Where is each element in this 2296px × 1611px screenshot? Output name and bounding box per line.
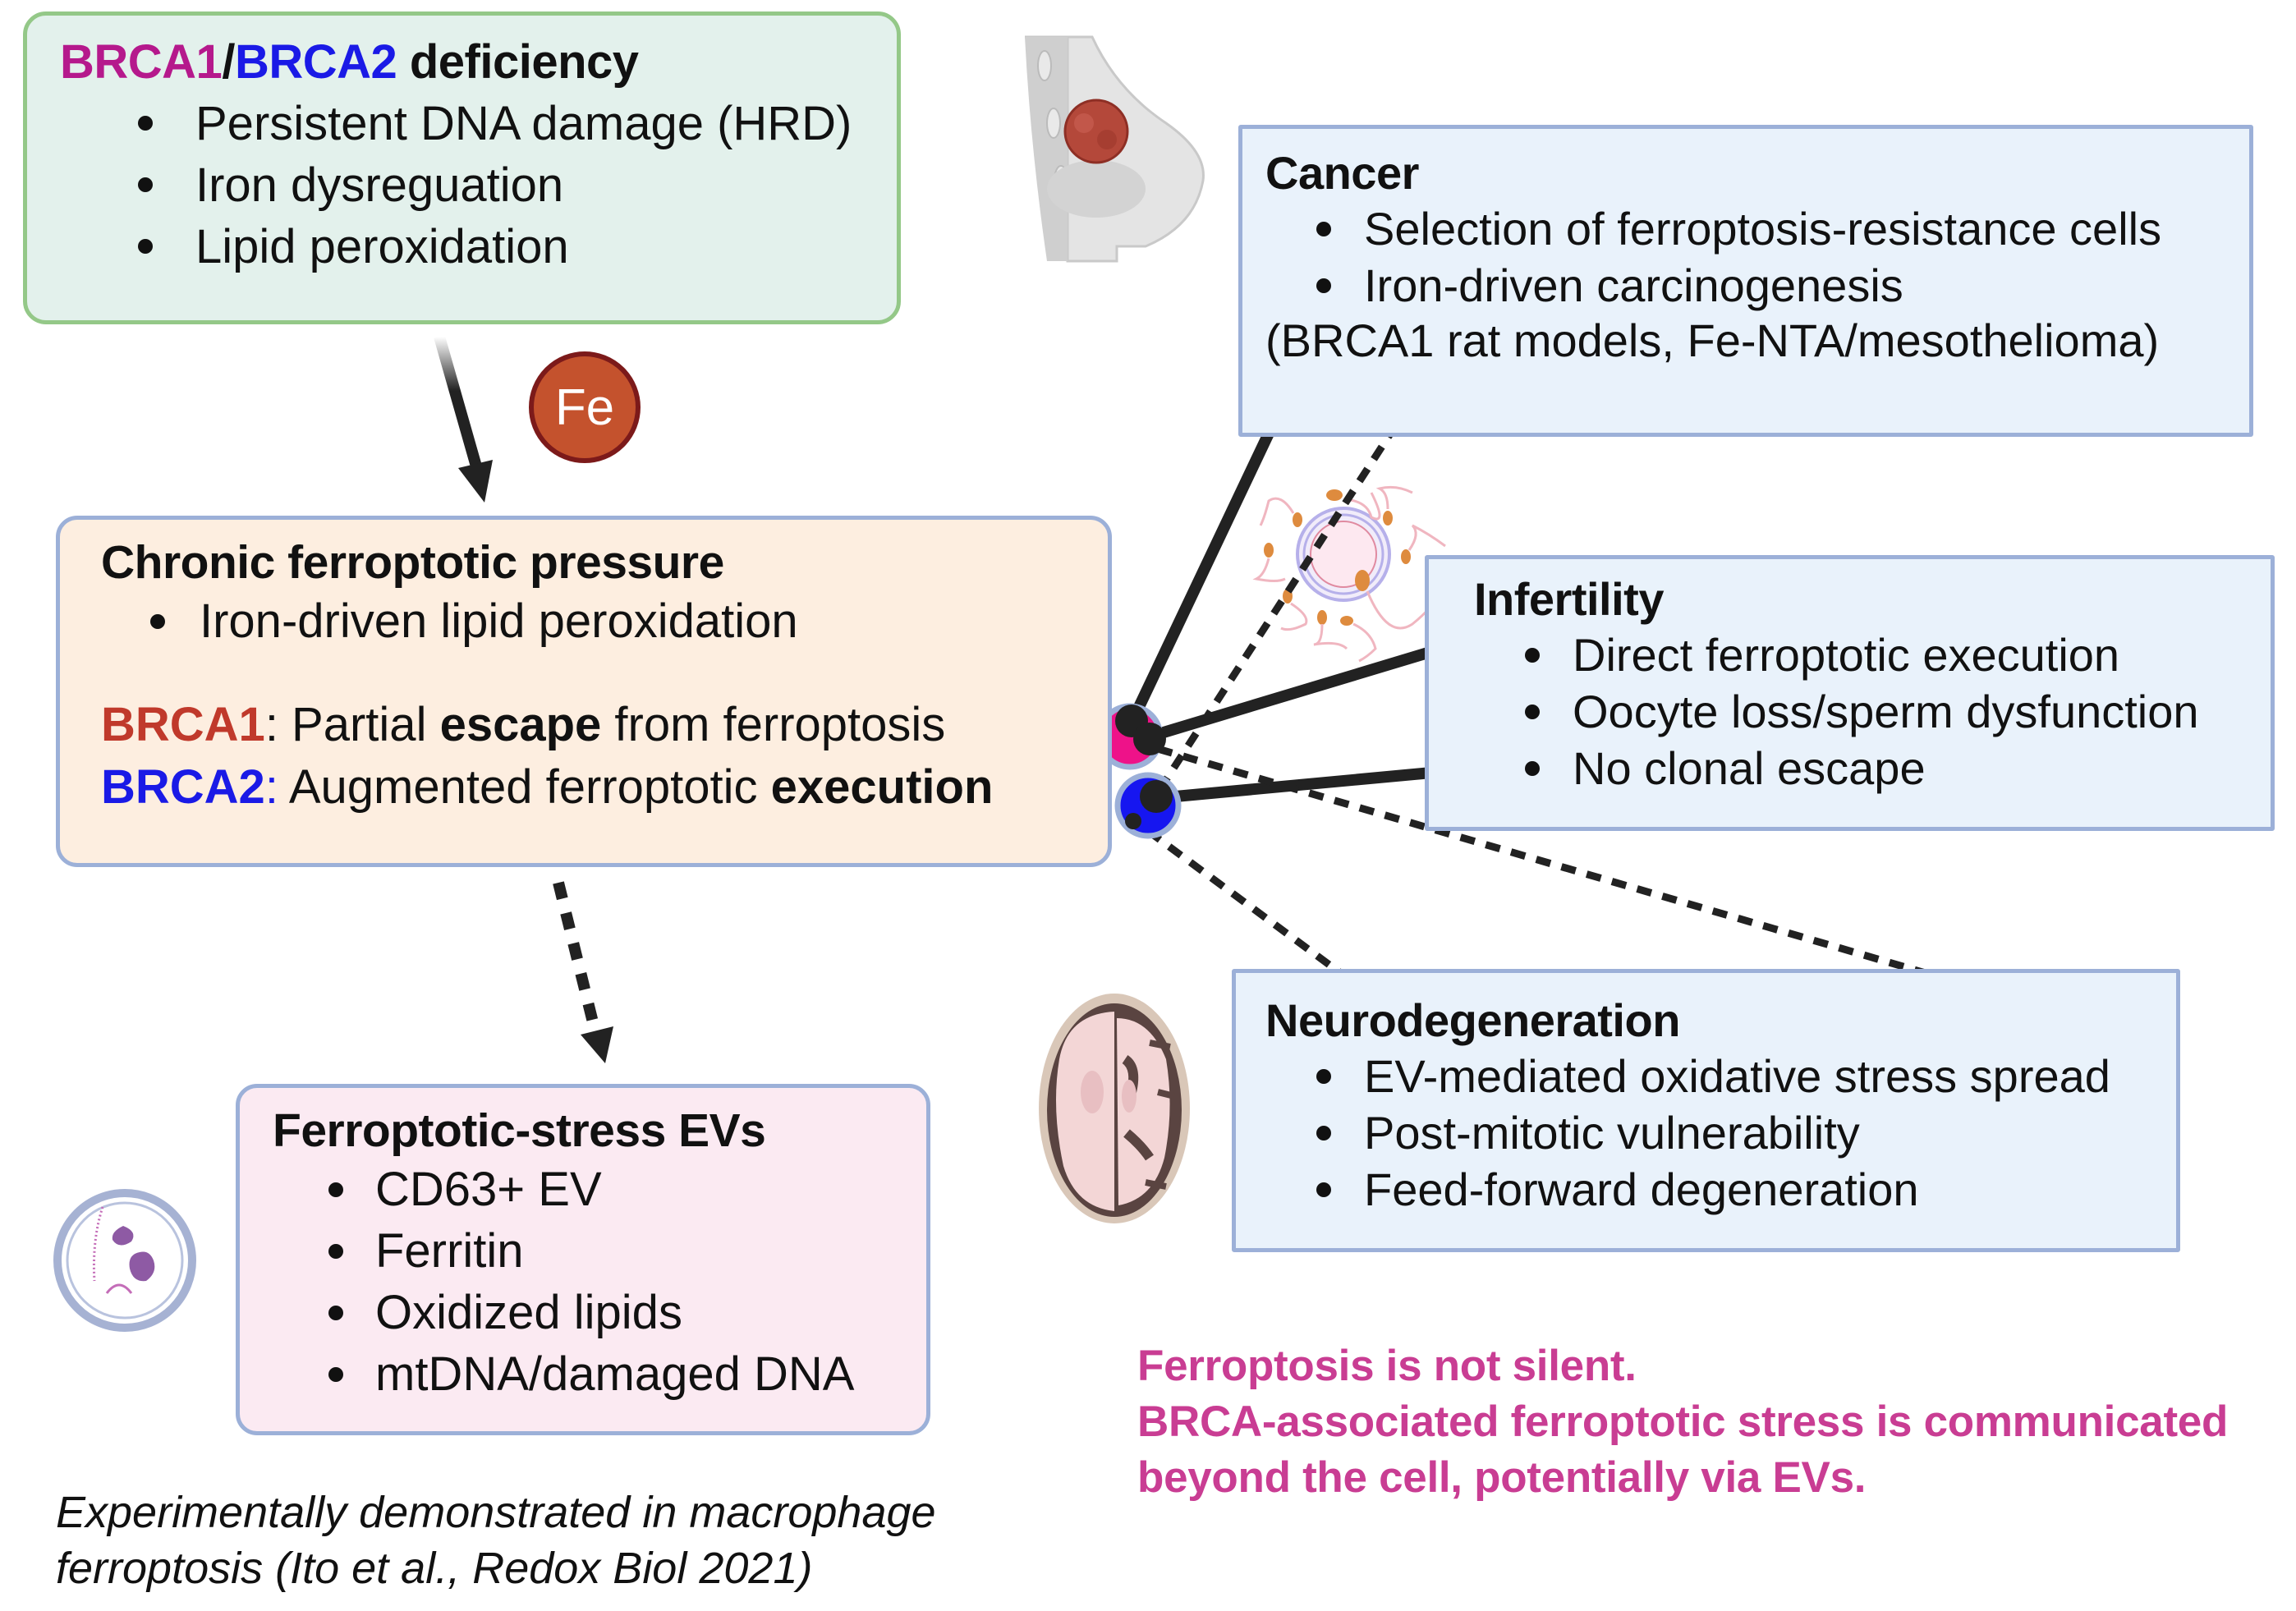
brca2-gene: BRCA2	[101, 760, 265, 815]
brca1-gene: BRCA1	[101, 698, 265, 752]
infertility-list: Direct ferroptotic execution Oocyte loss…	[1474, 626, 2199, 796]
connector-brca1-infertility	[1145, 641, 1449, 743]
list-item: Ferritin	[273, 1220, 854, 1282]
brca-hub	[1096, 703, 1182, 839]
extracellular-vesicle-icon	[53, 1189, 196, 1332]
pressure-title: Chronic ferroptotic pressure	[101, 536, 724, 589]
brain-atrophy-icon	[1039, 994, 1190, 1223]
summary-line: beyond the cell, potentially via EVs.	[1137, 1453, 1867, 1502]
list-item: EV-mediated oxidative stress spread	[1265, 1048, 2110, 1104]
brca2-effect-pre: Augmented ferroptotic	[278, 760, 771, 815]
brca2-effect: BRCA2: Augmented ferroptotic execution	[101, 756, 993, 819]
footnote-line: Experimentally demonstrated in macrophag…	[56, 1488, 936, 1537]
cancer-box: Cancer Selection of ferroptosis-resistan…	[1238, 125, 2253, 437]
list-item: CD63+ EV	[273, 1159, 854, 1220]
list-item: Iron-driven carcinogenesis	[1265, 257, 2161, 314]
evs-list: CD63+ EV Ferritin Oxidized lipids mtDNA/…	[273, 1159, 854, 1405]
brca1-effect-pre: Partial	[278, 698, 440, 752]
list-item: Post-mitotic vulnerability	[1265, 1104, 2110, 1161]
evs-title: Ferroptotic-stress EVs	[273, 1104, 766, 1157]
list-item: Selection of ferroptosis-resistance cell…	[1265, 200, 2161, 257]
breast-tumor-icon	[1025, 35, 1205, 263]
pressure-box: Chronic ferroptotic pressure Iron-driven…	[56, 516, 1112, 867]
iron-label: Fe	[554, 379, 615, 436]
brca1-effect: BRCA1: Partial escape from ferroptosis	[101, 694, 993, 756]
arrow-pressure-to-evs	[553, 881, 613, 1063]
list-item: Iron dysreguation	[60, 154, 852, 216]
summary-line: BRCA-associated ferroptotic stress is co…	[1137, 1398, 2229, 1446]
cancer-title: Cancer	[1265, 147, 1419, 199]
iron-icon: Fe	[529, 351, 641, 463]
brca1-label: BRCA1	[60, 35, 223, 89]
citation-footnote: Experimentally demonstrated in macrophag…	[56, 1485, 936, 1596]
cancer-list: Selection of ferroptosis-resistance cell…	[1265, 200, 2161, 314]
neurodegeneration-title: Neurodegeneration	[1265, 994, 1680, 1046]
colon: :	[264, 698, 278, 752]
connector-brca2-neuro-dashed	[1146, 828, 1357, 987]
deficiency-box: BRCA1/BRCA2 deficiency Persistent DNA da…	[23, 11, 901, 324]
list-item: Oocyte loss/sperm dysfunction	[1474, 683, 2199, 740]
list-item: Feed-forward degeneration	[1265, 1161, 2110, 1218]
list-item: Direct ferroptotic execution	[1474, 626, 2199, 683]
brca2-label: BRCA2	[234, 35, 397, 89]
neurodegeneration-list: EV-mediated oxidative stress spread Post…	[1265, 1048, 2110, 1218]
summary-text: Ferroptosis is not silent. BRCA-associat…	[1137, 1338, 2228, 1506]
connector-brca2-cancer-dashed	[1156, 410, 1407, 792]
oocyte-sperm-icon	[1252, 485, 1447, 663]
neurodegeneration-box: Neurodegeneration EV-mediated oxidative …	[1232, 969, 2180, 1252]
list-item: Iron-driven lipid peroxidation	[101, 590, 993, 653]
footnote-line: ferroptosis (Ito et al., Redox Biol 2021…	[56, 1544, 813, 1593]
summary-line: Ferroptosis is not silent.	[1137, 1342, 1637, 1390]
brca2-effect-emphasis: execution	[770, 760, 994, 815]
infertility-title: Infertility	[1474, 573, 1664, 625]
arrow-deficiency-to-pressure	[434, 335, 493, 503]
brca1-effect-emphasis: escape	[439, 698, 602, 752]
connector-brca2-infertility	[1157, 763, 1476, 804]
brca1-effect-post: from ferroptosis	[601, 698, 946, 752]
colon: :	[264, 760, 278, 815]
evs-box: Ferroptotic-stress EVs CD63+ EV Ferritin…	[236, 1084, 930, 1435]
title-separator: /	[222, 35, 235, 89]
deficiency-title-rest: deficiency	[397, 35, 639, 89]
infertility-box: Infertility Direct ferroptotic execution…	[1425, 555, 2275, 831]
connector-brca1-cancer	[1126, 402, 1288, 725]
list-item: Lipid peroxidation	[60, 216, 852, 278]
list-item: mtDNA/damaged DNA	[273, 1343, 854, 1405]
list-item: Oxidized lipids	[273, 1282, 854, 1343]
list-item: No clonal escape	[1474, 740, 2199, 796]
pressure-list: Iron-driven lipid peroxidation	[101, 590, 993, 653]
deficiency-title: BRCA1/BRCA2 deficiency	[60, 34, 852, 91]
connector-brca1-neuro-dashed	[1156, 745, 1969, 989]
cancer-note: (BRCA1 rat models, Fe-NTA/mesothelioma)	[1265, 314, 2160, 367]
deficiency-list: Persistent DNA damage (HRD) Iron dysregu…	[60, 93, 852, 278]
list-item: Persistent DNA damage (HRD)	[60, 93, 852, 154]
